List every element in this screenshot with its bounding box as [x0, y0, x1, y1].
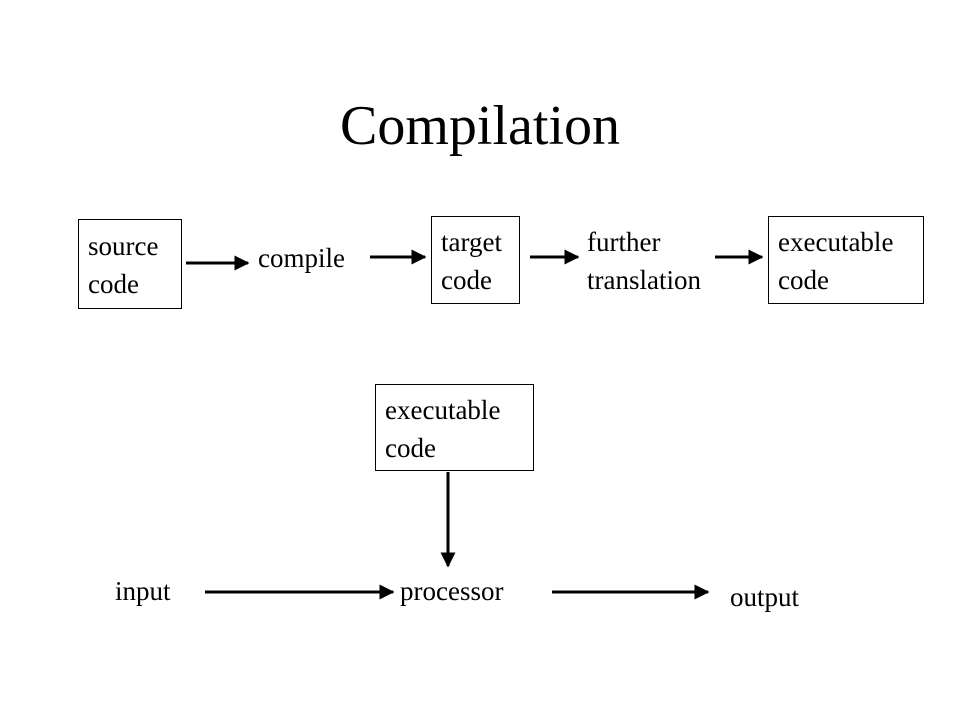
executable-code-box-top	[768, 216, 924, 304]
input-label: input	[115, 576, 171, 606]
target-code-label-line2: code	[441, 265, 492, 295]
source-code-label-line2: code	[88, 269, 139, 299]
processor-label: processor	[400, 576, 504, 606]
source-code-label-line1: source	[88, 231, 159, 261]
target-code-box	[431, 216, 520, 304]
target-code-label-line1: target	[441, 227, 502, 257]
output-label: output	[730, 582, 800, 612]
executable-code-bottom-label-line2: code	[385, 433, 436, 463]
further-translation-label-line1: further	[587, 227, 661, 257]
executable-code-top-label-line1: executable	[778, 227, 894, 257]
source-code-box	[78, 219, 182, 309]
executable-code-box-bottom	[375, 384, 534, 471]
slide-title: Compilation	[340, 95, 620, 157]
compile-label: compile	[258, 243, 345, 273]
executable-code-top-label-line2: code	[778, 265, 829, 295]
executable-code-bottom-label-line1: executable	[385, 395, 501, 425]
further-translation-label-line2: translation	[587, 265, 701, 295]
